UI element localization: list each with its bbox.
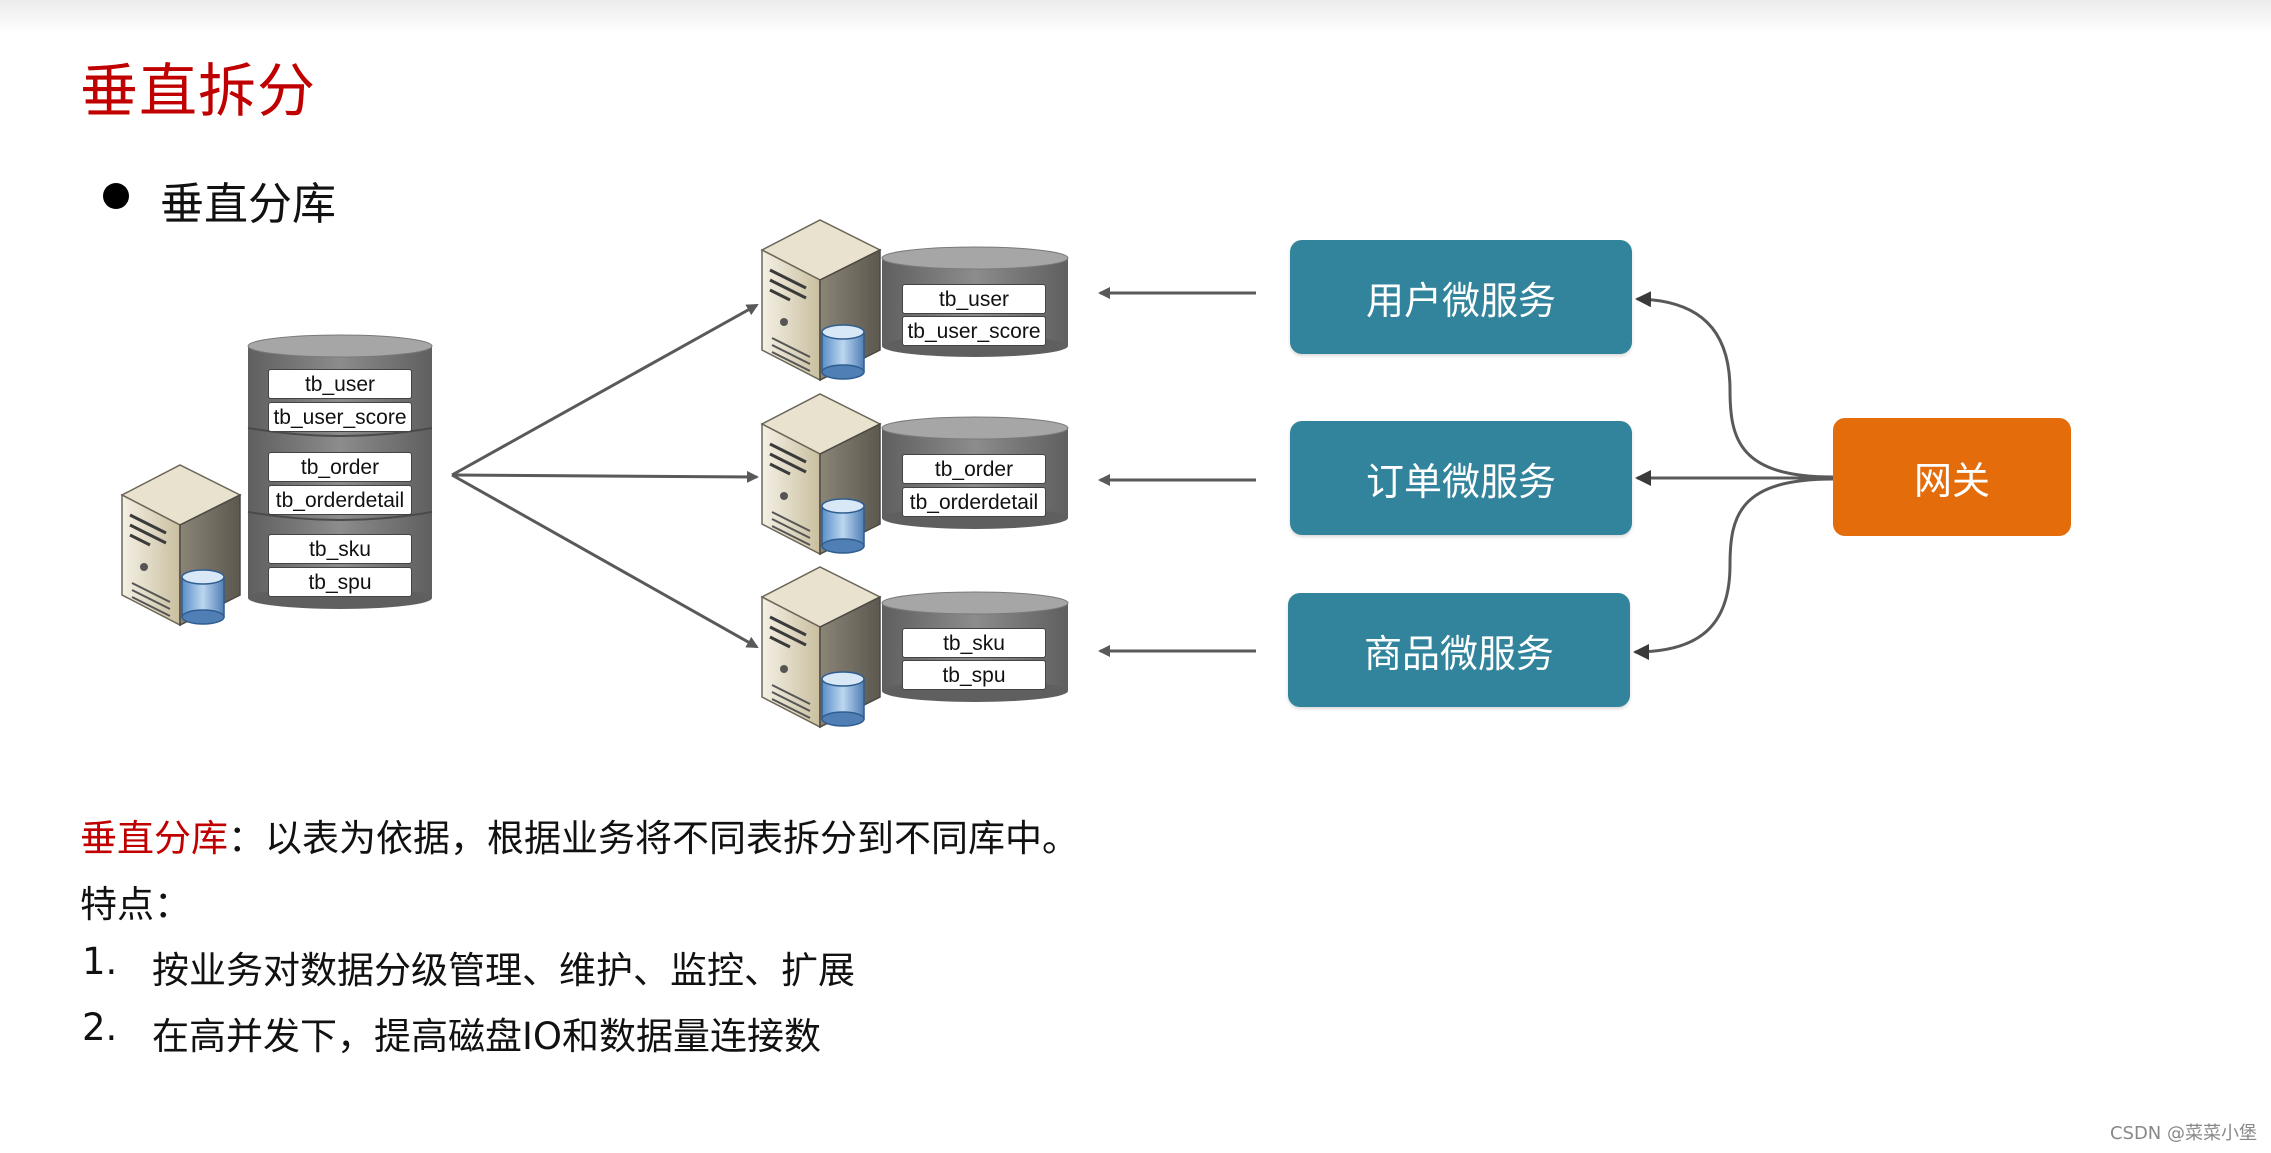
split-arrow-2 <box>451 470 759 483</box>
table-label: tb_order <box>268 452 412 482</box>
product-service-box: 商品微服务 <box>1288 593 1630 707</box>
table-label: tb_user <box>268 369 412 399</box>
feature-number: 2. <box>82 1006 118 1049</box>
feature-number: 1. <box>82 940 118 983</box>
description-key: 垂直分库 <box>80 817 228 860</box>
table-label: tb_user_score <box>268 402 412 432</box>
page-title: 垂直拆分 <box>80 57 317 125</box>
server-icon <box>760 565 882 729</box>
table-label: tb_user <box>902 284 1046 314</box>
table-label: tb_sku <box>268 534 412 564</box>
description-text: ：以表为依据，根据业务将不同表拆分到不同库中。 <box>228 817 1079 860</box>
bullet-dot <box>103 183 129 209</box>
feature-text: 按业务对数据分级管理、维护、监控、扩展 <box>152 949 855 992</box>
feature-text: 在高并发下，提高磁盘IO和数据量连接数 <box>152 1015 822 1058</box>
split-arrow-3 <box>451 473 759 649</box>
user-service-box: 用户微服务 <box>1290 240 1632 354</box>
gateway-arrow-1 <box>1635 291 1834 479</box>
table-label: tb_spu <box>902 660 1046 690</box>
table-label: tb_order <box>902 454 1046 484</box>
table-label: tb_user_score <box>902 316 1046 346</box>
table-label: tb_orderdetail <box>268 485 412 515</box>
split-arrow-1 <box>451 303 759 477</box>
server-icon <box>760 218 882 382</box>
top-bar <box>0 0 2271 34</box>
features-label: 特点： <box>80 883 191 926</box>
table-label: tb_sku <box>902 628 1046 658</box>
server-icon <box>760 392 882 556</box>
table-label: tb_spu <box>268 567 412 597</box>
gateway-box: 网关 <box>1833 418 2071 536</box>
table-label: tb_orderdetail <box>902 487 1046 517</box>
order-service-box: 订单微服务 <box>1290 421 1632 535</box>
bullet-heading: 垂直分库 <box>160 179 336 230</box>
watermark: CSDN @菜菜小堡 <box>2109 1123 2257 1144</box>
description: 垂直分库：以表为依据，根据业务将不同表拆分到不同库中。 <box>80 808 1079 862</box>
gateway-arrow-3 <box>1633 477 1834 660</box>
server-icon <box>120 463 242 627</box>
